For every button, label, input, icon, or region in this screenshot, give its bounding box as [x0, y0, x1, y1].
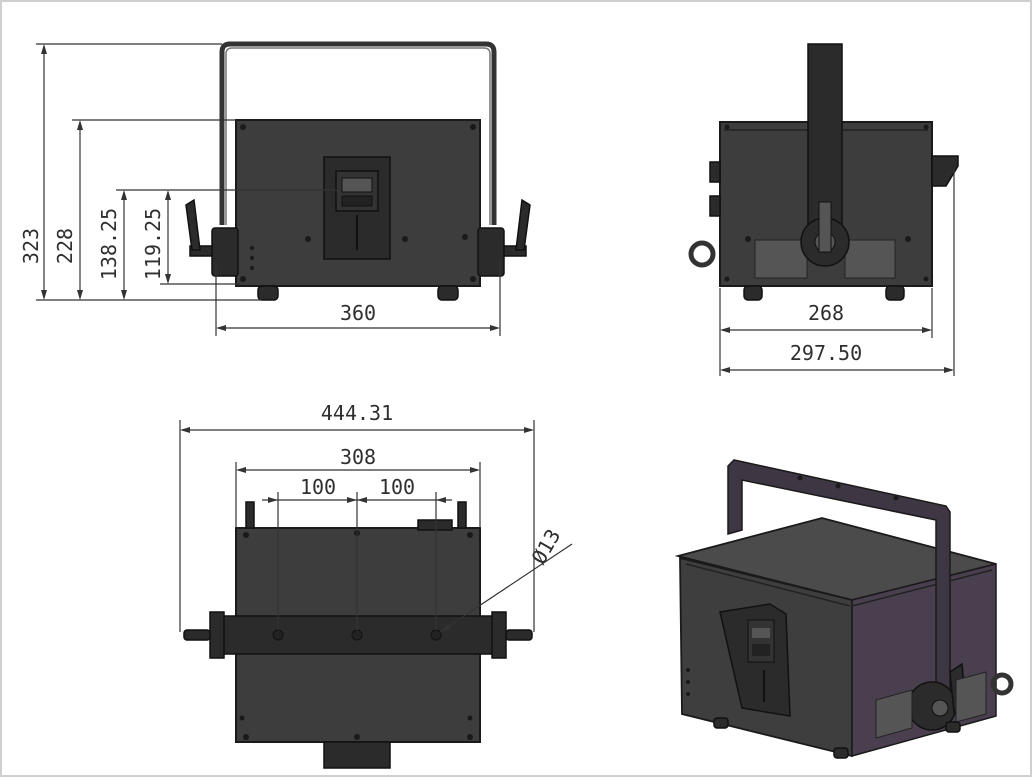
- dim-323: 323: [19, 228, 43, 264]
- dim-268: 268: [808, 301, 844, 325]
- front-view: 323 228 138.25 119.25 360: [19, 41, 531, 336]
- side-view: 268 297.50: [688, 43, 959, 376]
- dim-308: 308: [340, 445, 376, 469]
- front-handle: [219, 41, 497, 225]
- right-lever: [515, 198, 531, 251]
- dim-297-50: 297.50: [790, 341, 862, 365]
- top-connector-tab: [323, 741, 391, 769]
- dim-138-25: 138.25: [97, 208, 121, 280]
- side-vent-right: [844, 239, 896, 279]
- side-connector-box: [931, 155, 959, 187]
- dim-228: 228: [53, 228, 77, 264]
- dim-360: 360: [340, 301, 376, 325]
- isometric-view: [674, 459, 1014, 759]
- side-vent-left: [754, 239, 808, 279]
- foot-left: [257, 285, 279, 301]
- dim-119-25: 119.25: [141, 208, 165, 280]
- side-ring: [688, 240, 716, 268]
- dim-444-31: 444.31: [321, 401, 393, 425]
- dim-100-right: 100: [379, 475, 415, 499]
- left-lever: [185, 198, 201, 251]
- dim-100-left: 100: [300, 475, 336, 499]
- foot-right: [437, 285, 459, 301]
